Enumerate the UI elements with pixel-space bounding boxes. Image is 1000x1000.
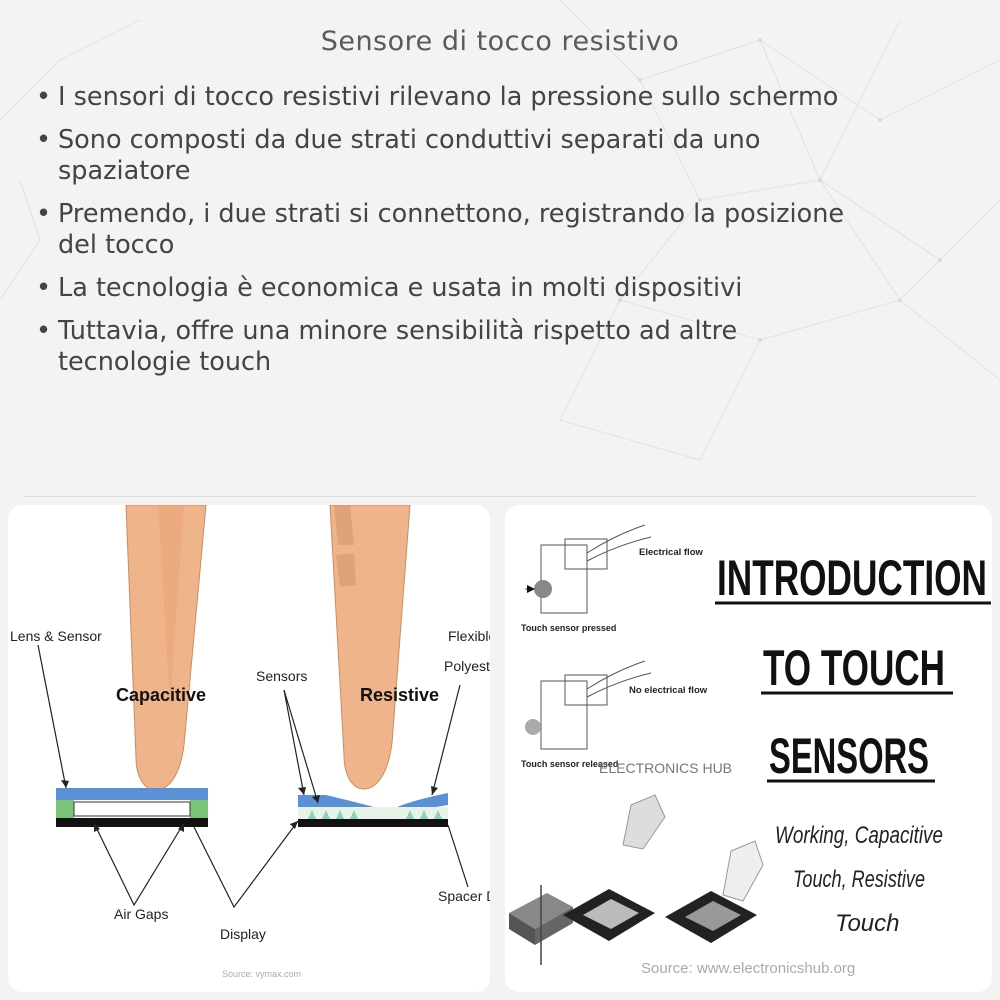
bullet-dot-icon: • bbox=[36, 125, 52, 155]
bullet-text-line1: La tecnologia è economica e usata in mol… bbox=[58, 273, 743, 303]
capacitive-vs-resistive-image: Lens & Sensor Capacitive Sensors Resisti… bbox=[8, 505, 490, 992]
bullet-text-line1: Premendo, i due strati si connettono, re… bbox=[58, 199, 845, 229]
bullet-dot-icon: • bbox=[36, 273, 52, 303]
background-network-pattern bbox=[0, 0, 1000, 461]
bullet-text-line2: del tocco bbox=[58, 230, 175, 260]
bullet-item: •La tecnologia è economica e usata in mo… bbox=[36, 273, 966, 304]
touch-diagram: Lens & Sensor Capacitive Sensors Resisti… bbox=[10, 505, 490, 979]
heading-line1: INTRODUCTION bbox=[717, 550, 987, 606]
touch-devices-illustration bbox=[509, 794, 764, 965]
lens-sensor-label: Lens & Sensor bbox=[10, 628, 102, 644]
bullet-text-line1: I sensori di tocco resistivi rilevano la… bbox=[58, 82, 839, 112]
section-divider bbox=[24, 496, 976, 497]
bullet-text-line2: spaziatore bbox=[58, 156, 191, 186]
display-label: Display bbox=[220, 926, 266, 942]
left-source-label: Source: vymax.com bbox=[222, 969, 301, 979]
press-arrow-icon bbox=[527, 585, 535, 593]
page-title: Sensore di tocco resistivo bbox=[320, 26, 680, 57]
resistive-label: Resistive bbox=[360, 685, 439, 705]
introduction-touch-sensors-image: Electrical flow Touch sensor pressed No … bbox=[505, 505, 992, 992]
spacer-dots-label: Spacer Dots bbox=[438, 888, 490, 904]
flexible-label: Flexible bbox=[448, 628, 490, 644]
bullet-text-line1: Tuttavia, offre una minore sensibilità r… bbox=[58, 316, 738, 346]
resistive-finger-icon bbox=[329, 505, 411, 790]
resistive-stack bbox=[298, 793, 448, 827]
released-contact-icon bbox=[525, 719, 541, 735]
electrical-flow-label: Electrical flow bbox=[639, 547, 703, 558]
bullet-dot-icon: • bbox=[36, 316, 52, 346]
capacitive-label: Capacitive bbox=[116, 685, 206, 705]
capacitive-stack bbox=[56, 788, 208, 827]
bullet-text-line2: tecnologie touch bbox=[58, 347, 272, 377]
pressed-contact-icon bbox=[534, 580, 552, 598]
bullet-item: •Premendo, i due strati si connettono, r… bbox=[36, 199, 966, 261]
bullet-item: •I sensori di tocco resistivi rilevano l… bbox=[36, 82, 966, 113]
bullet-dot-icon: • bbox=[36, 199, 52, 229]
brand-label: ELECTRONICS HUB bbox=[599, 760, 732, 776]
bullet-item: •Tuttavia, offre una minore sensibilità … bbox=[36, 316, 966, 378]
bullet-dot-icon: • bbox=[36, 82, 52, 112]
no-electrical-flow-label: No electrical flow bbox=[629, 685, 708, 696]
subtitle-line1: Working, Capacitive bbox=[775, 822, 943, 849]
polyester-label: Polyester bbox=[444, 658, 490, 674]
subtitle-line2: Touch, Resistive bbox=[793, 866, 925, 893]
poster-heading: INTRODUCTION TO TOUCH SENSORS bbox=[715, 550, 991, 784]
touch-released-label: Touch sensor released bbox=[521, 759, 618, 769]
pressed-schematic bbox=[525, 524, 652, 614]
bullet-list: •I sensori di tocco resistivi rilevano l… bbox=[36, 82, 966, 390]
touch-sensor-poster: Electrical flow Touch sensor pressed No … bbox=[509, 524, 991, 977]
bullet-item: •Sono composti da due strati conduttivi … bbox=[36, 125, 966, 187]
bullet-text-line1: Sono composti da due strati conduttivi s… bbox=[58, 125, 761, 155]
sensors-label: Sensors bbox=[256, 668, 307, 684]
air-gaps-label: Air Gaps bbox=[114, 906, 168, 922]
heading-line3: SENSORS bbox=[769, 728, 929, 784]
right-source-label: Source: www.electronicshub.org bbox=[641, 960, 855, 977]
released-schematic bbox=[540, 660, 652, 750]
subtitle-line3: Touch bbox=[835, 910, 900, 937]
touch-pressed-label: Touch sensor pressed bbox=[521, 623, 616, 633]
heading-line2: TO TOUCH bbox=[763, 640, 945, 696]
